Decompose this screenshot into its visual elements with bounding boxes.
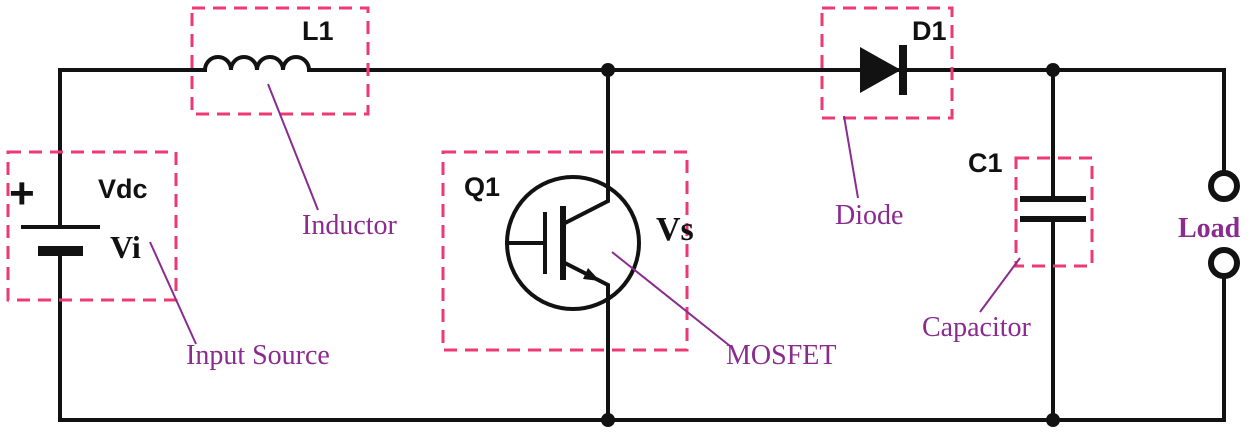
inductor-coil <box>202 55 312 73</box>
capacitor-symbol <box>1020 196 1086 222</box>
mosfet-annotation: MOSFET <box>726 340 836 371</box>
load-annotation: Load <box>1178 213 1241 244</box>
c1-label: C1 <box>968 148 1003 178</box>
inductor-symbol <box>202 55 312 73</box>
input-source-annotation: Input Source <box>186 340 330 371</box>
junction-dots <box>601 63 1060 427</box>
capacitor-leader <box>979 257 1021 313</box>
mosfet-leader <box>611 251 731 347</box>
reference-labels: Vdc Vi L1 Q1 Vs D1 C1 <box>98 16 1003 265</box>
mosfet-drain-link <box>560 185 610 227</box>
load-terminals <box>1208 170 1240 279</box>
wire-left-top <box>58 68 207 229</box>
input-source-leader <box>149 241 197 345</box>
leader-lines <box>149 83 1021 347</box>
load-top-terminal <box>1208 170 1240 202</box>
d1-label: D1 <box>912 16 947 46</box>
diode-triangle <box>860 47 901 93</box>
mosfet-source-link <box>560 259 610 301</box>
capacitor-box <box>1014 156 1094 268</box>
l1-label: L1 <box>302 16 334 46</box>
battery-plus-sign: + <box>9 169 35 218</box>
diode-leader <box>843 115 859 199</box>
mosfet-arrow <box>583 268 600 281</box>
diode-symbol <box>860 45 907 95</box>
vs-label: Vs <box>656 211 694 248</box>
input-source-box <box>6 150 178 302</box>
annotation-labels: Input Source Inductor MOSFET Diode Capac… <box>186 200 1241 371</box>
capacitor-annotation: Capacitor <box>922 312 1032 343</box>
junction-capacitor-bottom <box>1046 413 1060 427</box>
junction-capacitor-top <box>1046 63 1060 77</box>
mosfet-box <box>441 150 689 352</box>
highlight-boxes <box>6 6 1094 352</box>
mosfet-symbol <box>505 175 641 311</box>
q1-label: Q1 <box>464 172 500 202</box>
inductor-annotation: Inductor <box>302 210 398 241</box>
junction-mosfet-bottom <box>601 413 615 427</box>
wire-bottom <box>58 249 1226 422</box>
battery-symbol: + <box>9 169 100 256</box>
junction-mosfet-top <box>601 63 615 77</box>
inductor-leader <box>267 83 319 211</box>
diode-annotation: Diode <box>835 200 903 231</box>
vi-label: Vi <box>110 229 141 265</box>
diode-box <box>820 6 954 120</box>
load-bottom-terminal <box>1208 247 1240 279</box>
vdc-label: Vdc <box>98 174 148 204</box>
